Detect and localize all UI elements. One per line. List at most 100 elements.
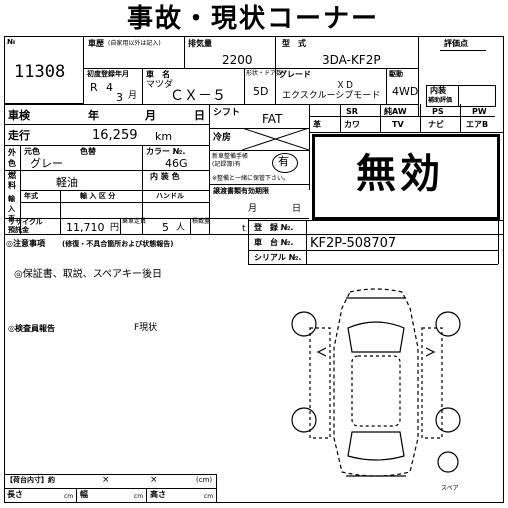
doors-value: 5D (253, 85, 269, 98)
first-reg-year: 4 (106, 81, 113, 94)
lot-number: 11308 (14, 62, 66, 82)
shift-value: FAT (262, 112, 283, 126)
first-reg-label: 初度登録年月 (87, 70, 129, 78)
color-side-label1: 外 (8, 148, 16, 157)
displacement-label: 排気量 (188, 39, 212, 48)
notes-label: ◎注意事項 (6, 239, 45, 248)
inspector-value: F現状 (134, 323, 158, 333)
evaluation-label: 評価点 (444, 39, 468, 48)
grade-line2: エクスクルーシブモード (282, 91, 381, 101)
manual-label1: 新車整備手帳 (212, 153, 249, 160)
equip-ps: PS (432, 107, 444, 116)
recycle-label1: リサイクル (8, 218, 43, 226)
cargo-label: 【荷台内寸】約 (6, 476, 55, 484)
length-unit: cm (64, 493, 74, 500)
recycle-value: 11,710 (66, 221, 105, 234)
lot-box (4, 36, 84, 104)
capacity-unit: 人 (176, 223, 186, 233)
interior-eval-label2: 補助評価 (428, 97, 453, 104)
aircon-cross-icon (242, 128, 309, 150)
car-maker: マツダ (146, 80, 174, 90)
fuel-side-label2: 料 (8, 181, 16, 190)
equip-airbag: エアB (466, 120, 489, 129)
model-code-label: 型 式 (282, 39, 306, 48)
invalid-stamp-box (312, 134, 500, 220)
color-change-label: 色替 (80, 147, 96, 156)
inspection-day: 日 (194, 109, 205, 122)
first-reg-month: 3 (116, 91, 123, 104)
color-side-label2: 色 (8, 159, 16, 168)
cargo-x1: × (102, 475, 110, 485)
equip-tv: TV (392, 120, 404, 129)
equip-leather: 革 (313, 120, 321, 129)
serial-label: シリアル №. (254, 253, 302, 262)
first-reg-month-unit: 月 (128, 91, 138, 101)
color-value: グレー (30, 157, 63, 170)
mileage-value: 16,259 (92, 128, 138, 143)
aircon-label: 冷房 (213, 133, 232, 143)
color-code-label: カラー №. (146, 147, 186, 156)
drive-label: 駆動 (389, 70, 403, 78)
car-diagram (291, 288, 461, 477)
width-unit: cm (134, 493, 144, 500)
displacement-value: 2200 (222, 53, 253, 67)
capacity-label: 乗車定員 (122, 218, 147, 225)
import-year-label: 年式 (24, 192, 38, 200)
color-orig-label: 元色 (24, 147, 40, 156)
mileage-unit: km (155, 130, 173, 143)
equip-kawa: カワ (344, 120, 360, 129)
page-title: 事故・現状コーナー (127, 4, 380, 34)
registration-label: 登 録 №. (254, 223, 294, 232)
first-reg-era: R (90, 81, 98, 94)
recycle-unit: 円 (110, 223, 120, 233)
length-label: 長さ (7, 490, 23, 499)
width-label: 幅 (80, 490, 88, 499)
inspector-label: ◎検査員報告 (8, 324, 55, 333)
drive-value: 4WD (392, 85, 419, 98)
cargo-unit: (cm) (196, 476, 213, 484)
equip-sr: SR (346, 107, 358, 116)
shift-label: シフト (213, 108, 241, 118)
manual-circle (272, 153, 298, 173)
history-note: (自家用以外は記入) (108, 40, 161, 47)
cargo-x2: × (150, 475, 158, 485)
capacity-value: 5 (162, 221, 169, 234)
equip-navi: ナビ (428, 120, 444, 129)
warranty-label: 譲渡書類有効期限 (213, 187, 269, 195)
manual-value: 有 (278, 155, 289, 168)
height-label: 高さ (150, 490, 166, 499)
load-unit: t (242, 224, 246, 234)
car-model: ＣＸ－５ (170, 88, 226, 104)
fuel-side-label1: 燃 (8, 171, 16, 180)
doors-label: 形状・ドア数 (246, 70, 283, 77)
interior-color-label: 内 装 色 (150, 172, 180, 181)
inspection-month: 月 (145, 109, 156, 122)
interior-eval-label1: 内装 (430, 86, 446, 95)
model-code-value: 3DA-KF2P (322, 53, 381, 67)
lot-label: № (7, 38, 16, 46)
note-line1: ◎保証書、取説、スペアキー後日 (14, 269, 163, 280)
manual-note: ※整備と一緒に保管下さい。 (212, 175, 290, 182)
color-code: 46G (165, 157, 188, 170)
grade-line1: ＸＤ (336, 81, 355, 91)
height-unit: cm (204, 493, 214, 500)
import-side-label: 輸入車 (8, 195, 15, 223)
recycle-label2: 預託金 (8, 226, 29, 234)
equip-pw: PW (472, 107, 487, 116)
mileage-label: 走行 (8, 129, 30, 142)
warranty-month: 月 (248, 204, 258, 214)
invalid-stamp: 無効 (356, 151, 444, 197)
inspection-label: 車検 (8, 109, 30, 122)
notes-note: (修復・不具合箇所および状態報告) (62, 240, 174, 248)
equip-aw: 純AW (384, 107, 407, 116)
import-handle-label: ハンドル (156, 192, 184, 200)
car-name-label: 車 名 (146, 70, 170, 79)
interior-eval-box (426, 85, 496, 107)
inspection-year: 年 (88, 109, 99, 122)
fuel-value: 軽油 (56, 176, 78, 189)
load-label: 積載量 (192, 218, 211, 225)
import-div-label: 輸 入 区 分 (80, 192, 116, 200)
grade-label: グレード (279, 70, 311, 79)
history-label: 車歴 (88, 39, 104, 48)
chassis-label: 車 台 №. (254, 238, 294, 247)
